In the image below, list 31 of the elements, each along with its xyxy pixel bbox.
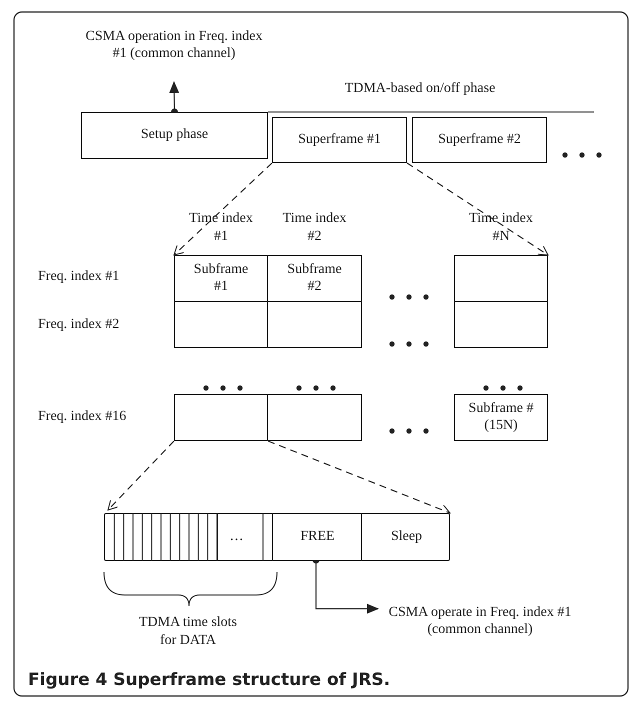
column-label: Time index #N [468, 210, 534, 246]
subframe-cell [174, 301, 268, 348]
annotation-text: CSMA operate in Freq. index #1 (common channel) [384, 603, 576, 641]
subframe-cell [267, 394, 362, 441]
subframe-cell [267, 301, 362, 348]
column-label: Time index #1 [188, 210, 254, 246]
dashed-arrow [268, 440, 450, 515]
row-label: Freq. index #1 [38, 268, 120, 286]
superframe-box: Superframe #2 [412, 117, 547, 163]
row-label: Freq. index #16 [38, 408, 128, 426]
sleep-period-cell: Sleep [361, 513, 451, 561]
dashed-arrow [108, 440, 174, 510]
subframe-cell [454, 255, 548, 302]
dashed-arrow [174, 162, 272, 256]
dashed-arrow [406, 162, 548, 256]
subframe-cell: Subframe #1 [174, 255, 268, 302]
subframe-cell [174, 394, 268, 441]
figure-caption: Figure 4 Superframe structure of JRS. [28, 670, 390, 690]
row-label: Freq. index #2 [38, 316, 120, 334]
subframe-cell [454, 301, 548, 348]
ellipsis-slot: … [217, 513, 255, 561]
phase-box: Setup phase [81, 112, 268, 159]
subframe-bar [104, 513, 450, 561]
free-period-cell: FREE [272, 513, 362, 561]
superframe-box: Superframe #1 [272, 117, 407, 163]
annotation-text: CSMA operation in Freq. index #1 (common channel) [84, 24, 264, 68]
subframe-cell: Subframe #2 [267, 255, 362, 302]
column-label: Time index #2 [282, 210, 348, 246]
subframe-cell: Subframe #(15N) [454, 394, 548, 441]
phase-label: TDMA-based on/off phase [344, 80, 496, 98]
brace-label: TDMA time slots for DATA [138, 614, 238, 650]
